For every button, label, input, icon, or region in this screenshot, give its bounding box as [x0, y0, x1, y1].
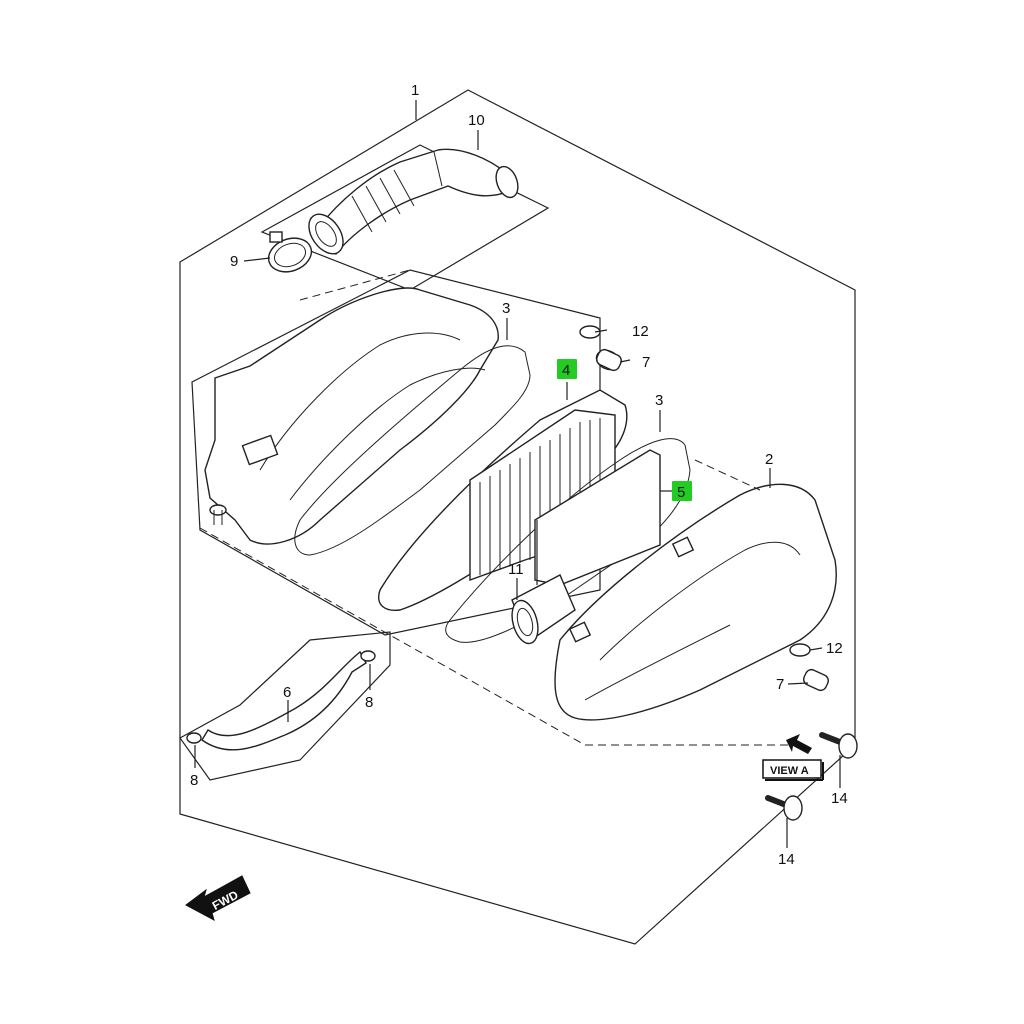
hose-clip-upper: [360, 650, 376, 662]
view-badge-box: [762, 759, 822, 779]
label-6: 6: [283, 684, 291, 701]
hose-subframe: [179, 631, 391, 781]
view-a-indicator: VIEW A: [762, 734, 824, 781]
case-body-part: [204, 287, 499, 545]
bolt-lower-part: [765, 795, 803, 821]
label-12-upper: 12: [632, 323, 649, 340]
label-2: 2: [765, 451, 773, 468]
view-arrow-icon: [786, 734, 812, 754]
label-4: 4: [562, 362, 570, 379]
intake-duct-part: [308, 148, 519, 256]
leader-lines: [194, 100, 841, 848]
bolt-right-part: [819, 732, 858, 759]
label-3-upper: 3: [502, 300, 510, 317]
small-parts-lower: [789, 643, 829, 692]
case-subframe: [191, 269, 601, 636]
label-14-right: 14: [831, 790, 848, 807]
assembly-line-1: [199, 527, 586, 746]
label-8-upper: 8: [365, 694, 373, 711]
label-5: 5: [677, 484, 685, 501]
label-11: 11: [508, 561, 524, 578]
small-parts-upper: [579, 325, 622, 372]
view-badge-label: VIEW A: [770, 765, 809, 777]
duct-subframe: [260, 144, 550, 291]
label-9: 9: [230, 253, 238, 270]
gasket-1-part: [294, 345, 531, 556]
label-7-upper: 7: [642, 354, 650, 371]
fwd-arrow-icon: [185, 875, 251, 921]
assembly-line-2: [299, 269, 411, 301]
label-3-lower: 3: [655, 392, 663, 409]
label-7-lower: 7: [776, 676, 784, 693]
label-12-lower: 12: [826, 640, 843, 657]
assembly-line-3: [694, 459, 761, 491]
panel-part: [534, 449, 661, 586]
label-10: 10: [468, 112, 485, 129]
cylinder-part: [511, 574, 576, 645]
cover-part: [554, 483, 837, 721]
highlight-box-4: [557, 359, 577, 379]
hose-clip-lower: [186, 732, 202, 744]
label-14-lower: 14: [778, 851, 795, 868]
hose-part: [201, 650, 367, 751]
highlight-box-5: [672, 481, 692, 501]
label-1: 1: [411, 82, 419, 99]
label-8-lower: 8: [190, 772, 198, 789]
fwd-marker: FWD: [185, 875, 251, 921]
clamp-part: [267, 231, 313, 273]
